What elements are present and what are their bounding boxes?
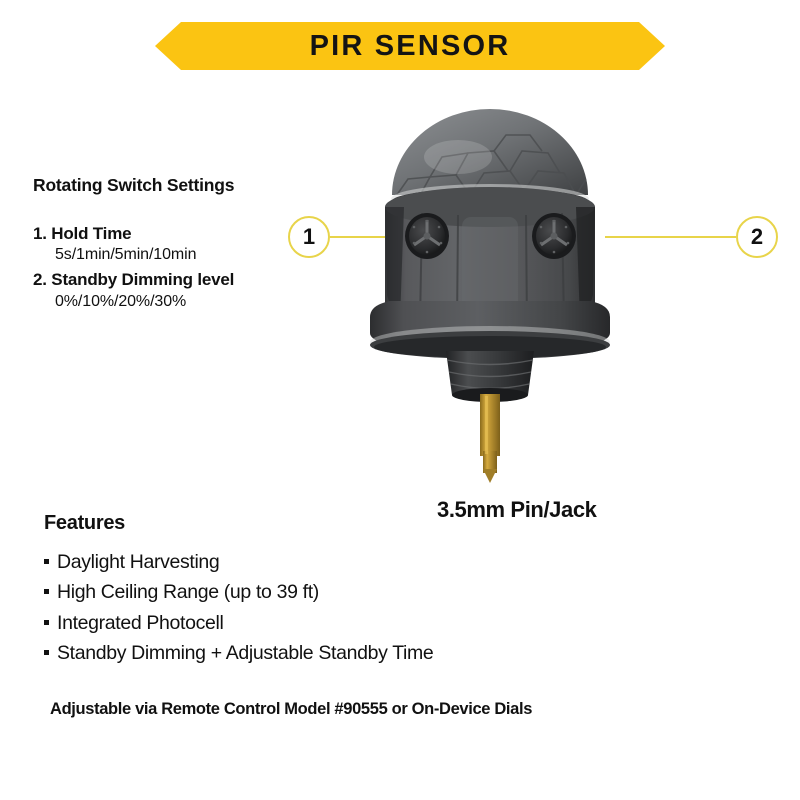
- setting-item-standby-dimming: 2. Standby Dimming level 0%/10%/20%/30%: [33, 269, 323, 312]
- feature-item: Integrated Photocell: [44, 608, 604, 638]
- feature-item: Standby Dimming + Adjustable Standby Tim…: [44, 638, 604, 668]
- sensor-base-flange: [370, 301, 610, 359]
- right-rotary-dial: [532, 213, 576, 259]
- fresnel-dome-lens: [392, 109, 588, 195]
- setting-values: 0%/10%/20%/30%: [55, 292, 187, 310]
- feature-item: Daylight Harvesting: [44, 547, 604, 577]
- title-banner: PIR SENSOR: [155, 22, 665, 70]
- callout-number: 2: [750, 224, 764, 249]
- pir-sensor-illustration: [370, 109, 610, 483]
- feature-label: High Ceiling Range (up to 39 ft): [57, 581, 319, 604]
- feature-label: Integrated Photocell: [57, 611, 224, 634]
- bullet-square-icon: [44, 619, 49, 625]
- setting-item-hold-time: 1. Hold Time 5s/1min/5min/10min: [33, 223, 323, 266]
- pin-jack-connector: [480, 394, 500, 483]
- feature-label: Standby Dimming + Adjustable Standby Tim…: [57, 642, 434, 665]
- pir-sensor-product-image: [330, 95, 650, 495]
- rotating-switch-settings: Rotating Switch Settings 1. Hold Time 5s…: [33, 175, 323, 315]
- feature-label: Daylight Harvesting: [57, 551, 220, 573]
- callout-badge-1: 1: [288, 216, 330, 258]
- pin-jack-label: 3.5mm Pin/Jack: [437, 497, 597, 522]
- callout-leader-line-2: [605, 236, 736, 238]
- bullet-square-icon: [44, 589, 49, 595]
- callout-number: 1: [302, 224, 316, 249]
- setting-label: 1. Hold Time: [33, 224, 132, 243]
- settings-heading: Rotating Switch Settings: [33, 175, 235, 195]
- footnote-text: Adjustable via Remote Control Model #905…: [50, 700, 533, 718]
- banner-shape: PIR SENSOR: [155, 22, 665, 70]
- left-rotary-dial: [405, 213, 449, 259]
- bullet-square-icon: [44, 650, 49, 656]
- setting-values: 5s/1min/5min/10min: [55, 246, 197, 264]
- features-section: Features Daylight Harvesting High Ceilin…: [44, 512, 604, 669]
- feature-item: High Ceiling Range (up to 39 ft): [44, 577, 604, 607]
- setting-label: 2. Standby Dimming level: [33, 270, 235, 290]
- page-title: PIR SENSOR: [309, 29, 511, 62]
- bullet-square-icon: [44, 559, 49, 564]
- features-heading: Features: [44, 512, 125, 534]
- callout-badge-2: 2: [736, 216, 778, 258]
